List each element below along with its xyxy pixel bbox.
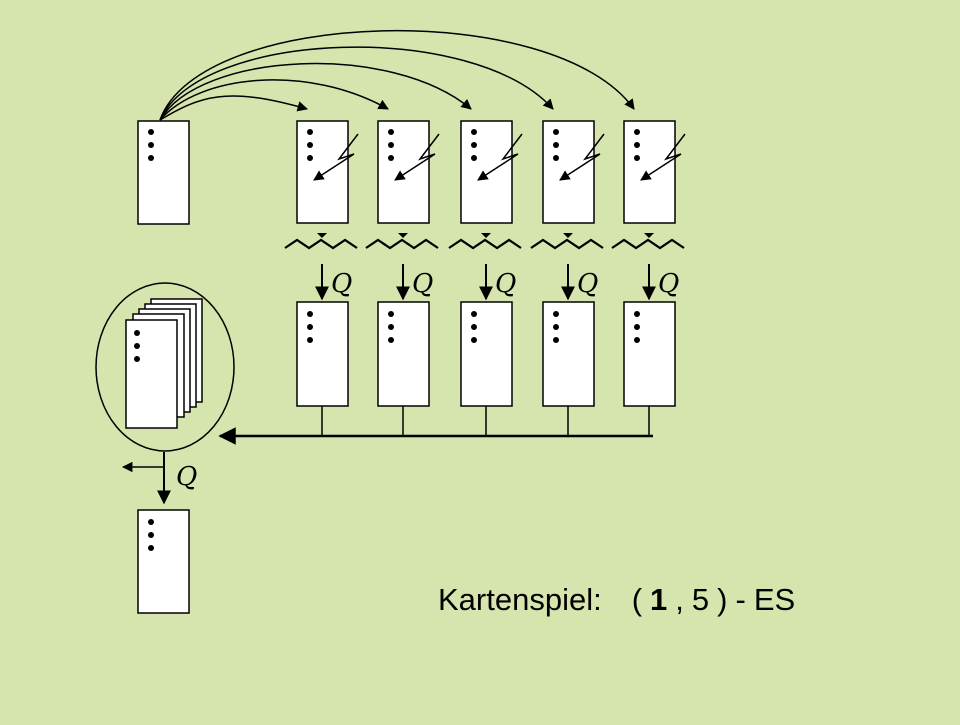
card-dot: [553, 311, 559, 317]
card-dot: [307, 311, 313, 317]
card-dot: [471, 155, 477, 161]
card-dot: [634, 142, 640, 148]
card-dot: [471, 129, 477, 135]
offspring-card-lower: [542, 301, 595, 407]
card-dot: [388, 311, 394, 317]
mutation-bolt-icon: [313, 133, 359, 181]
card-dot: [148, 155, 154, 161]
caption-lambda: 5: [691, 582, 710, 617]
card-dot: [634, 129, 640, 135]
card-dot: [388, 337, 394, 343]
card-dot: [553, 337, 559, 343]
offspring-column: Q: [611, 120, 686, 436]
offspring-column: Q: [448, 120, 523, 436]
card-dot: [553, 324, 559, 330]
offspring-card-upper: [623, 120, 676, 224]
caption-open-paren: (: [631, 582, 643, 617]
card-dot: [307, 324, 313, 330]
zigzag-divider: [611, 238, 685, 250]
selection-label: Q: [176, 462, 197, 492]
caption-dash: -: [735, 582, 746, 617]
zigzag-divider: [530, 238, 604, 250]
card-dot: [307, 155, 313, 161]
card-dot: [148, 129, 154, 135]
caption-title: Kartenspiel:: [438, 582, 602, 617]
card-dot: [388, 129, 394, 135]
card-dot: [307, 337, 313, 343]
copy-arc: [159, 79, 389, 121]
offspring-card-upper: [542, 120, 595, 224]
mutation-bolt-icon: [559, 133, 605, 181]
card-dot: [634, 337, 640, 343]
card-dot: [388, 155, 394, 161]
pool-ellipse: [95, 282, 235, 452]
diagram-caption: Kartenspiel: (1,5)-ES: [438, 582, 795, 618]
parent-card: [137, 120, 190, 225]
offspring-selection-label: Q: [658, 269, 679, 299]
offspring-selection-label: Q: [495, 269, 516, 299]
offspring-column: Q: [530, 120, 605, 436]
caption-comma: ,: [675, 582, 684, 617]
offspring-card-lower: [296, 301, 349, 407]
triangle-marker-icon: [644, 233, 654, 238]
card-dot: [307, 129, 313, 135]
zigzag-divider: [448, 238, 522, 250]
offspring-selection-label: Q: [577, 269, 598, 299]
caption-close-paren: ): [717, 582, 728, 617]
triangle-marker-icon: [398, 233, 408, 238]
triangle-marker-icon: [481, 233, 491, 238]
card-dot: [471, 337, 477, 343]
offspring-card-upper: [460, 120, 513, 224]
card-dot: [307, 142, 313, 148]
card-dot: [553, 155, 559, 161]
offspring-column: Q: [284, 120, 359, 436]
offspring-card-lower: [460, 301, 513, 407]
card-dot: [553, 142, 559, 148]
caption-suffix: ES: [753, 582, 796, 617]
card-dot: [553, 129, 559, 135]
offspring-card-upper: [296, 120, 349, 224]
offspring-card-upper: [377, 120, 430, 224]
copy-arc: [159, 62, 472, 121]
triangle-marker-icon: [563, 233, 573, 238]
copy-arc: [159, 29, 635, 121]
pool: [95, 282, 235, 452]
caption-mu: 1: [650, 582, 668, 617]
card-stack: [125, 298, 203, 429]
triangle-marker-icon: [317, 233, 327, 238]
card-dot: [634, 155, 640, 161]
card-dot: [388, 142, 394, 148]
offspring-card-lower: [623, 301, 676, 407]
offspring-card-lower: [377, 301, 430, 407]
card-dot: [634, 324, 640, 330]
card-dot: [471, 311, 477, 317]
result-card: [137, 509, 190, 614]
offspring-selection-label: Q: [331, 269, 352, 299]
card-dot: [471, 324, 477, 330]
card-dot: [388, 324, 394, 330]
mutation-bolt-icon: [477, 133, 523, 181]
card-dot: [148, 142, 154, 148]
card-dot: [471, 142, 477, 148]
mutation-bolt-icon: [640, 133, 686, 181]
copy-arcs: [159, 29, 635, 121]
final-selection: Q: [121, 452, 197, 505]
zigzag-divider: [365, 238, 439, 250]
mutation-bolt-icon: [394, 133, 440, 181]
offspring-selection-label: Q: [412, 269, 433, 299]
copy-arc: [159, 46, 554, 121]
copy-arc: [159, 95, 309, 121]
offspring-column: Q: [365, 120, 440, 436]
card-dot: [634, 311, 640, 317]
zigzag-divider: [284, 238, 358, 250]
